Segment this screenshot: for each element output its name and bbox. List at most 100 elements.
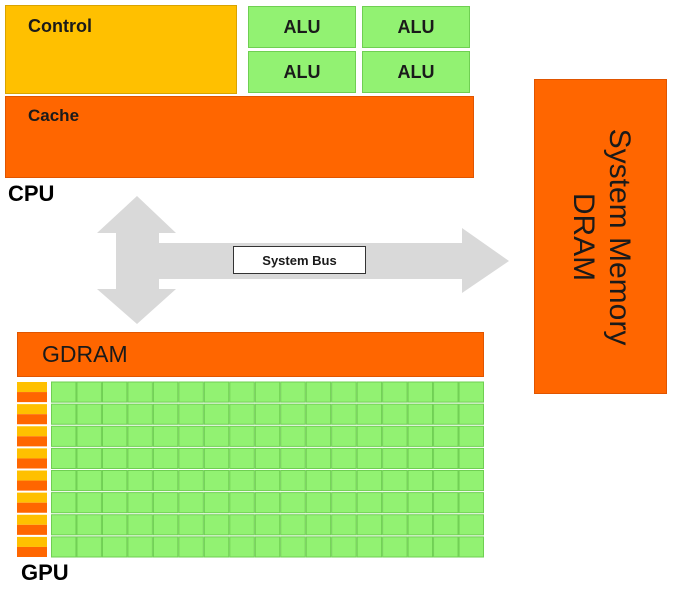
gpu-core [76, 447, 102, 469]
gpu-core [356, 536, 383, 558]
gpu-core [458, 403, 484, 425]
gpu-row-control [17, 448, 47, 459]
gpu-gdram: GDRAM [17, 332, 484, 377]
gpu-core [152, 492, 179, 514]
gpu-core [433, 492, 459, 514]
gpu-label: GPU [21, 560, 69, 585]
gpu-core [229, 536, 255, 558]
gpu-core [407, 492, 434, 514]
gpu-core [458, 492, 484, 514]
gpu-core [382, 403, 408, 425]
gpu-core [101, 381, 128, 403]
system-bus-label: System Bus [233, 246, 366, 274]
gpu-row-cache [17, 480, 47, 491]
gpu-core [433, 425, 459, 447]
gpu-core [76, 425, 102, 447]
gpu-core [178, 425, 204, 447]
gpu-core [127, 425, 153, 447]
gpu-row-cache [17, 546, 47, 557]
gpu-core [305, 381, 332, 403]
gpu-core [305, 514, 332, 536]
gpu-core [382, 514, 408, 536]
gpu-core [356, 492, 383, 514]
gpu-core [407, 381, 434, 403]
gpu-core [280, 536, 306, 558]
gpu-core [280, 381, 306, 403]
gpu-core [152, 536, 179, 558]
gpu-core [356, 425, 383, 447]
gpu-core [305, 492, 332, 514]
gpu-core [101, 425, 128, 447]
gpu-core [407, 536, 434, 558]
gpu-row-control [17, 426, 47, 437]
gpu-core [229, 470, 255, 492]
gpu-core [127, 381, 153, 403]
gpu-core [203, 447, 230, 469]
gpu-core [203, 492, 230, 514]
gpu-core [203, 514, 230, 536]
gpu-core [178, 470, 204, 492]
gdram-label: GDRAM [42, 341, 128, 367]
gpu-core [331, 514, 357, 536]
gpu-core [51, 536, 77, 558]
gpu-core [254, 403, 281, 425]
gpu-core [229, 425, 255, 447]
gpu-core [51, 492, 77, 514]
gpu-core [433, 514, 459, 536]
gpu-core [356, 403, 383, 425]
alu-bottom-left: ALU [248, 51, 356, 93]
gpu-core [254, 492, 281, 514]
gpu-core [331, 425, 357, 447]
gpu-row-control [17, 514, 47, 525]
cpu-label: CPU [8, 181, 55, 206]
gpu-core [331, 381, 357, 403]
gpu-core [305, 447, 332, 469]
gpu-core [305, 425, 332, 447]
gpu-core [331, 403, 357, 425]
gpu-core [76, 492, 102, 514]
gpu-core [229, 514, 255, 536]
system-memory-text: System Memory DRAM [565, 128, 637, 345]
gpu-core [101, 403, 128, 425]
system-memory-dram: System Memory DRAM [534, 79, 667, 394]
gpu-core [407, 514, 434, 536]
cpu-cache: Cache [5, 96, 474, 178]
gpu-core [458, 514, 484, 536]
gpu-core [331, 447, 357, 469]
gpu-core [254, 381, 281, 403]
cpu-control-unit: Control [5, 5, 237, 94]
gpu-core [152, 425, 179, 447]
gpu-row-control [17, 492, 47, 503]
gpu-core [101, 536, 128, 558]
gpu-core [127, 492, 153, 514]
gpu-row-control [17, 382, 47, 393]
gpu-core [178, 514, 204, 536]
gpu-core [254, 536, 281, 558]
gpu-core [203, 425, 230, 447]
dram-line: DRAM [566, 192, 600, 281]
gpu-core [152, 381, 179, 403]
gpu-core [152, 403, 179, 425]
gpu-core [76, 381, 102, 403]
gpu-core [76, 403, 102, 425]
gpu-core [76, 514, 102, 536]
gpu-core [51, 425, 77, 447]
gpu-core [280, 403, 306, 425]
gpu-core [203, 381, 230, 403]
gpu-core [280, 492, 306, 514]
gpu-core [229, 381, 255, 403]
gpu-core [178, 403, 204, 425]
gpu-core-grid [17, 381, 484, 558]
gpu-core [51, 403, 77, 425]
gpu-core [407, 425, 434, 447]
gpu-core [356, 514, 383, 536]
gpu-core [407, 447, 434, 469]
gpu-core [433, 536, 459, 558]
gpu-core [458, 470, 484, 492]
gpu-core [152, 470, 179, 492]
gpu-core [127, 470, 153, 492]
gpu-row-control [17, 404, 47, 415]
alu-bottom-right: ALU [362, 51, 470, 93]
gpu-row-control [17, 470, 47, 481]
gpu-core [382, 536, 408, 558]
